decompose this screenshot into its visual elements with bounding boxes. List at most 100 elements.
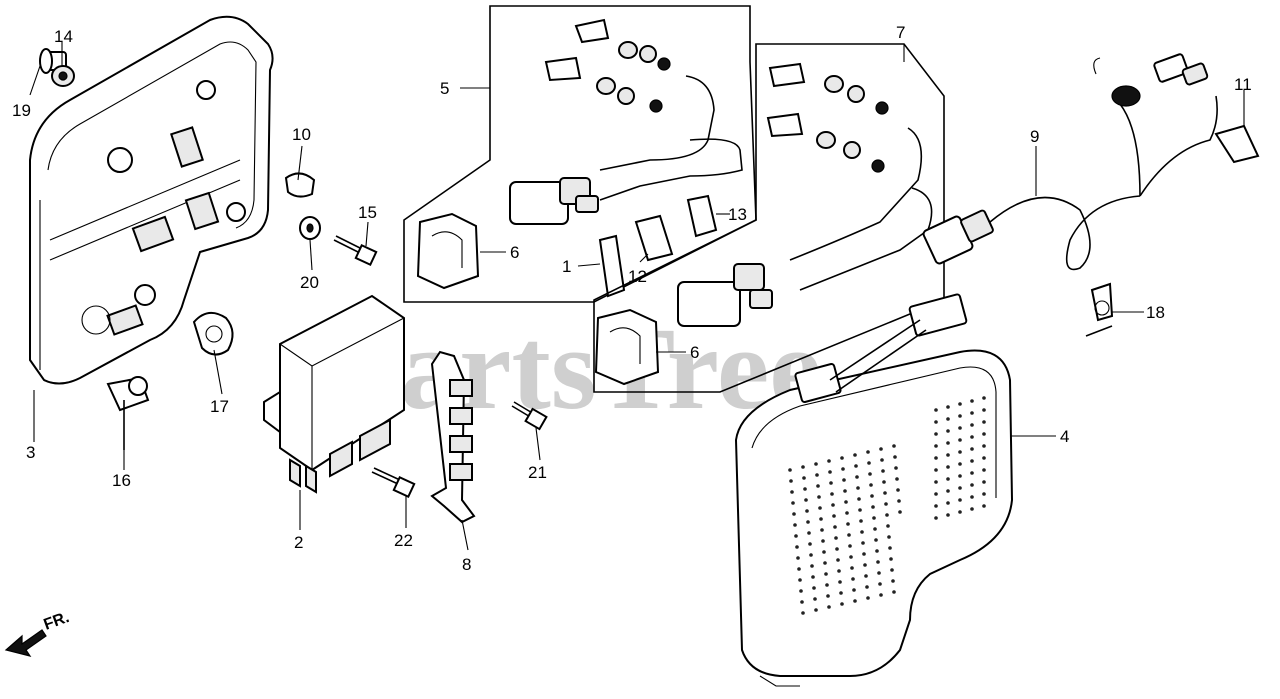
vent-hole	[958, 450, 962, 454]
vent-hole	[821, 539, 825, 543]
callout-11: 11	[1234, 75, 1252, 94]
vent-hole	[789, 479, 793, 483]
vent-hole	[892, 590, 896, 594]
vent-hole	[794, 534, 798, 538]
vent-hole	[889, 557, 893, 561]
callout-7: 7	[896, 23, 905, 42]
grommet-14-icon	[51, 65, 75, 87]
vent-hole	[796, 556, 800, 560]
vent-hole	[797, 567, 801, 571]
vent-hole	[792, 512, 796, 516]
vent-hole	[864, 574, 868, 578]
vent-hole	[946, 429, 950, 433]
vent-hole	[958, 402, 962, 406]
vent-hole	[958, 510, 962, 514]
vent-hole	[808, 542, 812, 546]
ignition-coil-group-5	[403, 5, 757, 303]
vent-hole	[946, 501, 950, 505]
vent-hole	[854, 464, 858, 468]
bolt-15-icon	[333, 235, 378, 267]
vent-hole	[844, 500, 848, 504]
vent-hole	[803, 487, 807, 491]
vent-hole	[934, 408, 938, 412]
front-direction-label: FR.	[42, 609, 72, 634]
callout-13: 13	[728, 205, 747, 224]
bolt-22-icon	[371, 467, 416, 499]
vent-hole	[970, 411, 974, 415]
vent-hole	[868, 472, 872, 476]
front-direction-arrow-icon	[4, 629, 47, 657]
vent-hole	[970, 495, 974, 499]
vent-hole	[814, 608, 818, 612]
vent-hole	[827, 459, 831, 463]
cdi-unit-2	[263, 294, 405, 494]
cover-vent-holes	[788, 396, 986, 615]
vent-hole	[831, 503, 835, 507]
callout-numbers: 14 19 3 16 17 10 20 15 2 22 8 21 5 6 1 1…	[12, 23, 1252, 574]
vent-hole	[847, 533, 851, 537]
vent-hole	[795, 545, 799, 549]
vent-hole	[982, 468, 986, 472]
vent-hole	[828, 470, 832, 474]
callout-12: 12	[628, 267, 647, 286]
callout-3: 3	[26, 443, 35, 462]
vent-hole	[818, 506, 822, 510]
vent-hole	[861, 541, 865, 545]
vent-hole	[869, 483, 873, 487]
vent-hole	[946, 405, 950, 409]
callout-4: 4	[1060, 427, 1069, 446]
vent-hole	[877, 571, 881, 575]
vent-hole	[970, 447, 974, 451]
vent-hole	[970, 399, 974, 403]
vent-hole	[895, 477, 899, 481]
vent-hole	[804, 498, 808, 502]
vent-hole	[825, 583, 829, 587]
callout-17: 17	[210, 397, 229, 416]
vent-hole	[934, 480, 938, 484]
vent-hole	[982, 432, 986, 436]
vent-hole	[879, 593, 883, 597]
vent-hole	[934, 516, 938, 520]
vent-hole	[970, 483, 974, 487]
vent-hole	[958, 498, 962, 502]
vent-hole	[853, 599, 857, 603]
vent-hole	[865, 585, 869, 589]
wire-band-16-icon	[106, 376, 150, 450]
bracket-8	[430, 350, 476, 524]
callout-15: 15	[358, 203, 377, 222]
vent-hole	[801, 611, 805, 615]
vent-hole	[982, 444, 986, 448]
vent-hole	[873, 527, 877, 531]
callout-21: 21	[528, 463, 547, 482]
vent-hole	[870, 494, 874, 498]
vent-hole	[858, 508, 862, 512]
vent-hole	[823, 561, 827, 565]
vent-hole	[820, 528, 824, 532]
vent-hole	[934, 504, 938, 508]
vent-hole	[958, 426, 962, 430]
vent-hole	[970, 435, 974, 439]
vent-hole	[811, 575, 815, 579]
vent-hole	[817, 495, 821, 499]
vent-hole	[982, 408, 986, 412]
vent-hole	[812, 586, 816, 590]
control-panel-frame	[29, 15, 274, 385]
vent-hole	[982, 492, 986, 496]
vent-hole	[871, 505, 875, 509]
vent-hole	[887, 535, 891, 539]
vent-hole	[815, 473, 819, 477]
vent-hole	[867, 461, 871, 465]
vent-hole	[851, 577, 855, 581]
vent-hole	[982, 504, 986, 508]
ignition-coil-group-7	[593, 43, 945, 393]
clip-11-icon	[1214, 124, 1260, 164]
vent-hole	[970, 459, 974, 463]
vent-hole	[881, 469, 885, 473]
vent-hole	[888, 546, 892, 550]
vent-hole	[832, 514, 836, 518]
callout-9: 9	[1030, 127, 1039, 146]
callout-6a: 6	[510, 243, 519, 262]
vent-hole	[798, 578, 802, 582]
vent-hole	[863, 563, 867, 567]
vent-hole	[841, 467, 845, 471]
